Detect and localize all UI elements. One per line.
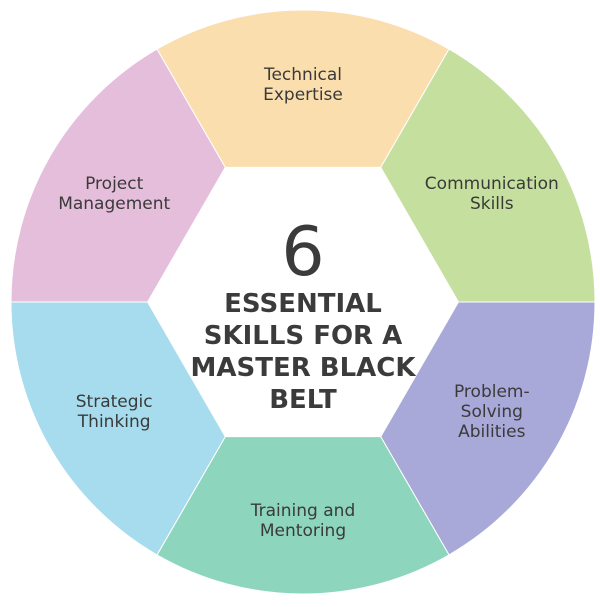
segment-label-line: Mentoring — [260, 521, 346, 541]
segment-label-line: Solving — [461, 402, 523, 422]
segment-label-line: Technical — [263, 65, 342, 85]
segment-label-line: Thinking — [77, 412, 151, 432]
center-title-line: ESSENTIAL — [224, 289, 382, 319]
center-title-line: BELT — [269, 385, 337, 415]
segment-label-line: Training and — [250, 501, 355, 521]
center-title-line: SKILLS FOR A — [204, 321, 403, 351]
segment-label-line: Skills — [470, 194, 514, 214]
segment-label-line: Strategic — [76, 392, 153, 412]
segment-label-line: Management — [58, 194, 170, 214]
center-title-line: MASTER BLACK — [190, 353, 416, 383]
center-hexagon — [147, 166, 459, 438]
segment-label-line: Project — [85, 174, 143, 194]
segment-label-line: Problem- — [454, 382, 530, 402]
segment-training-and-mentoring — [156, 300, 450, 595]
segment-label-line: Expertise — [263, 85, 343, 105]
wheel-segments — [10, 9, 596, 595]
segment-label-line: Communication — [425, 174, 559, 194]
segment-technical-expertise — [156, 9, 450, 304]
segment-label-line: Abilities — [458, 422, 525, 442]
center-number: 6 — [281, 213, 324, 292]
